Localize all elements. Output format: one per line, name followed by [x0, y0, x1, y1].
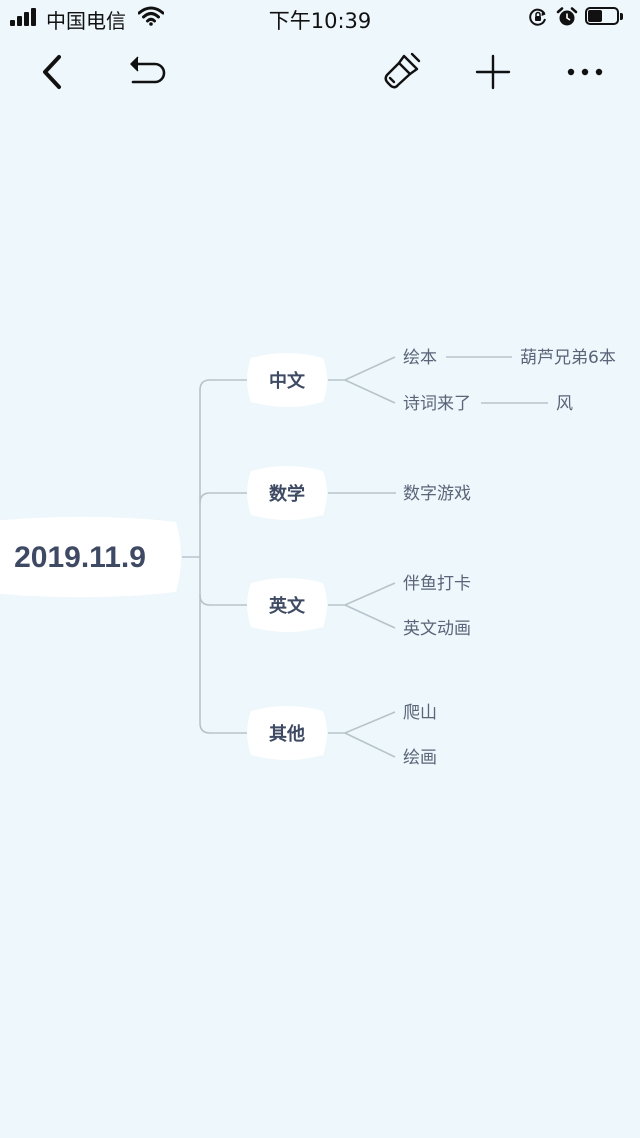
branch-node-other[interactable]: 其他 — [247, 706, 327, 760]
child-connector — [344, 732, 396, 758]
branch-node-chinese[interactable]: 中文 — [247, 353, 327, 407]
branch-node-english[interactable]: 英文 — [247, 578, 327, 632]
branch-node-label: 中文 — [269, 370, 306, 392]
branch-node-label: 其他 — [269, 723, 305, 745]
carrier-name: 中国电信 — [46, 9, 126, 33]
leaf-node[interactable]: 英文动画 — [403, 619, 471, 639]
child-connector — [328, 582, 396, 606]
child-connector — [344, 379, 396, 404]
leaf-node[interactable]: 诗词来了 — [403, 394, 471, 414]
add-button[interactable] — [469, 48, 517, 96]
more-horizontal-icon — [567, 68, 603, 76]
leaf-node[interactable]: 绘本 — [403, 348, 437, 368]
alarm-icon — [556, 7, 578, 26]
clock-time: 下午10:39 — [268, 9, 372, 33]
more-button[interactable] — [561, 48, 609, 96]
battery-icon — [585, 7, 625, 27]
leaf-node[interactable]: 葫芦兄弟6本 — [520, 348, 616, 368]
root-node-label: 2019.11.9 — [14, 541, 146, 574]
paint-brush-icon — [384, 52, 421, 89]
leaf-node[interactable]: 伴鱼打卡 — [403, 574, 471, 594]
child-connector — [328, 711, 396, 734]
back-button[interactable] — [27, 48, 75, 96]
branch-connector — [199, 594, 247, 606]
status-bar: 中国电信 下午10:39 — [0, 0, 640, 36]
undo-icon — [130, 56, 166, 84]
child-connector — [344, 604, 396, 629]
branch-node-label: 数学 — [269, 483, 305, 505]
branch-connector — [199, 722, 247, 734]
leaf-node[interactable]: 数字游戏 — [403, 484, 471, 504]
branch-connector — [199, 379, 247, 391]
plus-icon — [475, 54, 511, 90]
child-connector — [328, 356, 396, 381]
root-node[interactable]: 2019.11.9 — [0, 516, 181, 598]
leaf-node[interactable]: 绘画 — [403, 748, 437, 768]
undo-button[interactable] — [124, 48, 172, 96]
cellular-signal-icon — [10, 8, 40, 26]
branch-connector — [199, 492, 247, 504]
battery-fill — [588, 10, 602, 22]
leaf-node[interactable]: 风 — [556, 394, 573, 414]
rotation-lock-icon — [529, 8, 546, 26]
branch-node-label: 英文 — [268, 595, 306, 617]
wifi-icon — [138, 6, 164, 26]
branch-node-math[interactable]: 数学 — [247, 466, 327, 520]
style-button[interactable] — [377, 48, 425, 96]
chevron-left-icon — [43, 55, 61, 89]
leaf-node[interactable]: 爬山 — [403, 703, 437, 723]
